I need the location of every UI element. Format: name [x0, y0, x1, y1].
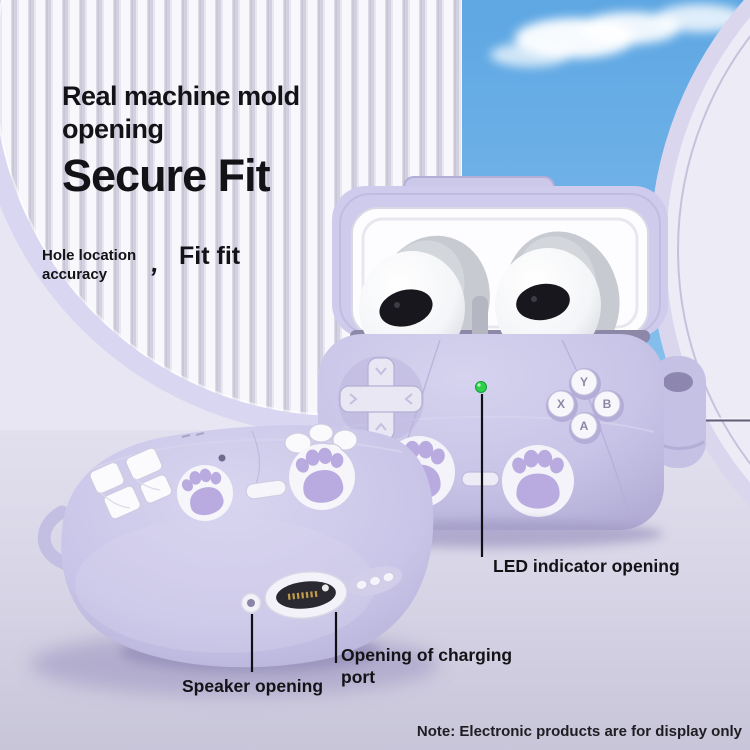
face-button-b-label: B — [602, 397, 612, 411]
closed-case-pill-button — [245, 479, 287, 500]
face-button-x — [547, 390, 575, 418]
pill-slot — [461, 471, 500, 487]
airpod-right-grille — [516, 283, 570, 321]
face-button-y — [570, 368, 598, 396]
face-button-b — [593, 390, 621, 418]
face-button-y-label: Y — [579, 375, 589, 389]
airpod-right — [495, 248, 601, 362]
closed-case-paw-right — [289, 444, 355, 510]
label-led-opening: LED indicator opening — [493, 556, 680, 576]
paw-button-right — [502, 445, 574, 517]
closed-case-hole — [218, 454, 226, 462]
display-note: Note: Electronic products are for displa… — [416, 723, 742, 740]
tag-hole-location: Hole location accuracy — [42, 247, 137, 283]
face-button-x-label: X — [556, 397, 566, 411]
face-button-a — [570, 412, 598, 440]
subtitle-real-machine: Real machine mold opening — [62, 81, 300, 144]
label-speaker-opening: Speaker opening — [182, 676, 324, 696]
closed-case-face-buttons — [284, 423, 358, 461]
annotation-lines — [250, 394, 484, 672]
label-charging-port: Opening of charging port — [341, 645, 513, 688]
led-indicator — [475, 381, 487, 393]
title-secure-fit: Secure Fit — [62, 150, 271, 201]
charging-port — [264, 570, 348, 620]
vent-holes — [347, 566, 403, 596]
face-button-a-label: A — [579, 419, 589, 433]
open-case — [318, 176, 706, 548]
airpod-left-grille — [379, 289, 433, 327]
closed-case-dpad — [89, 447, 173, 520]
closed-case — [30, 423, 440, 696]
closed-case-paw-left — [177, 464, 233, 521]
tag-fit-fit: Fit fit — [179, 242, 241, 270]
face-buttons — [546, 368, 624, 444]
speaker-hole — [240, 592, 262, 614]
